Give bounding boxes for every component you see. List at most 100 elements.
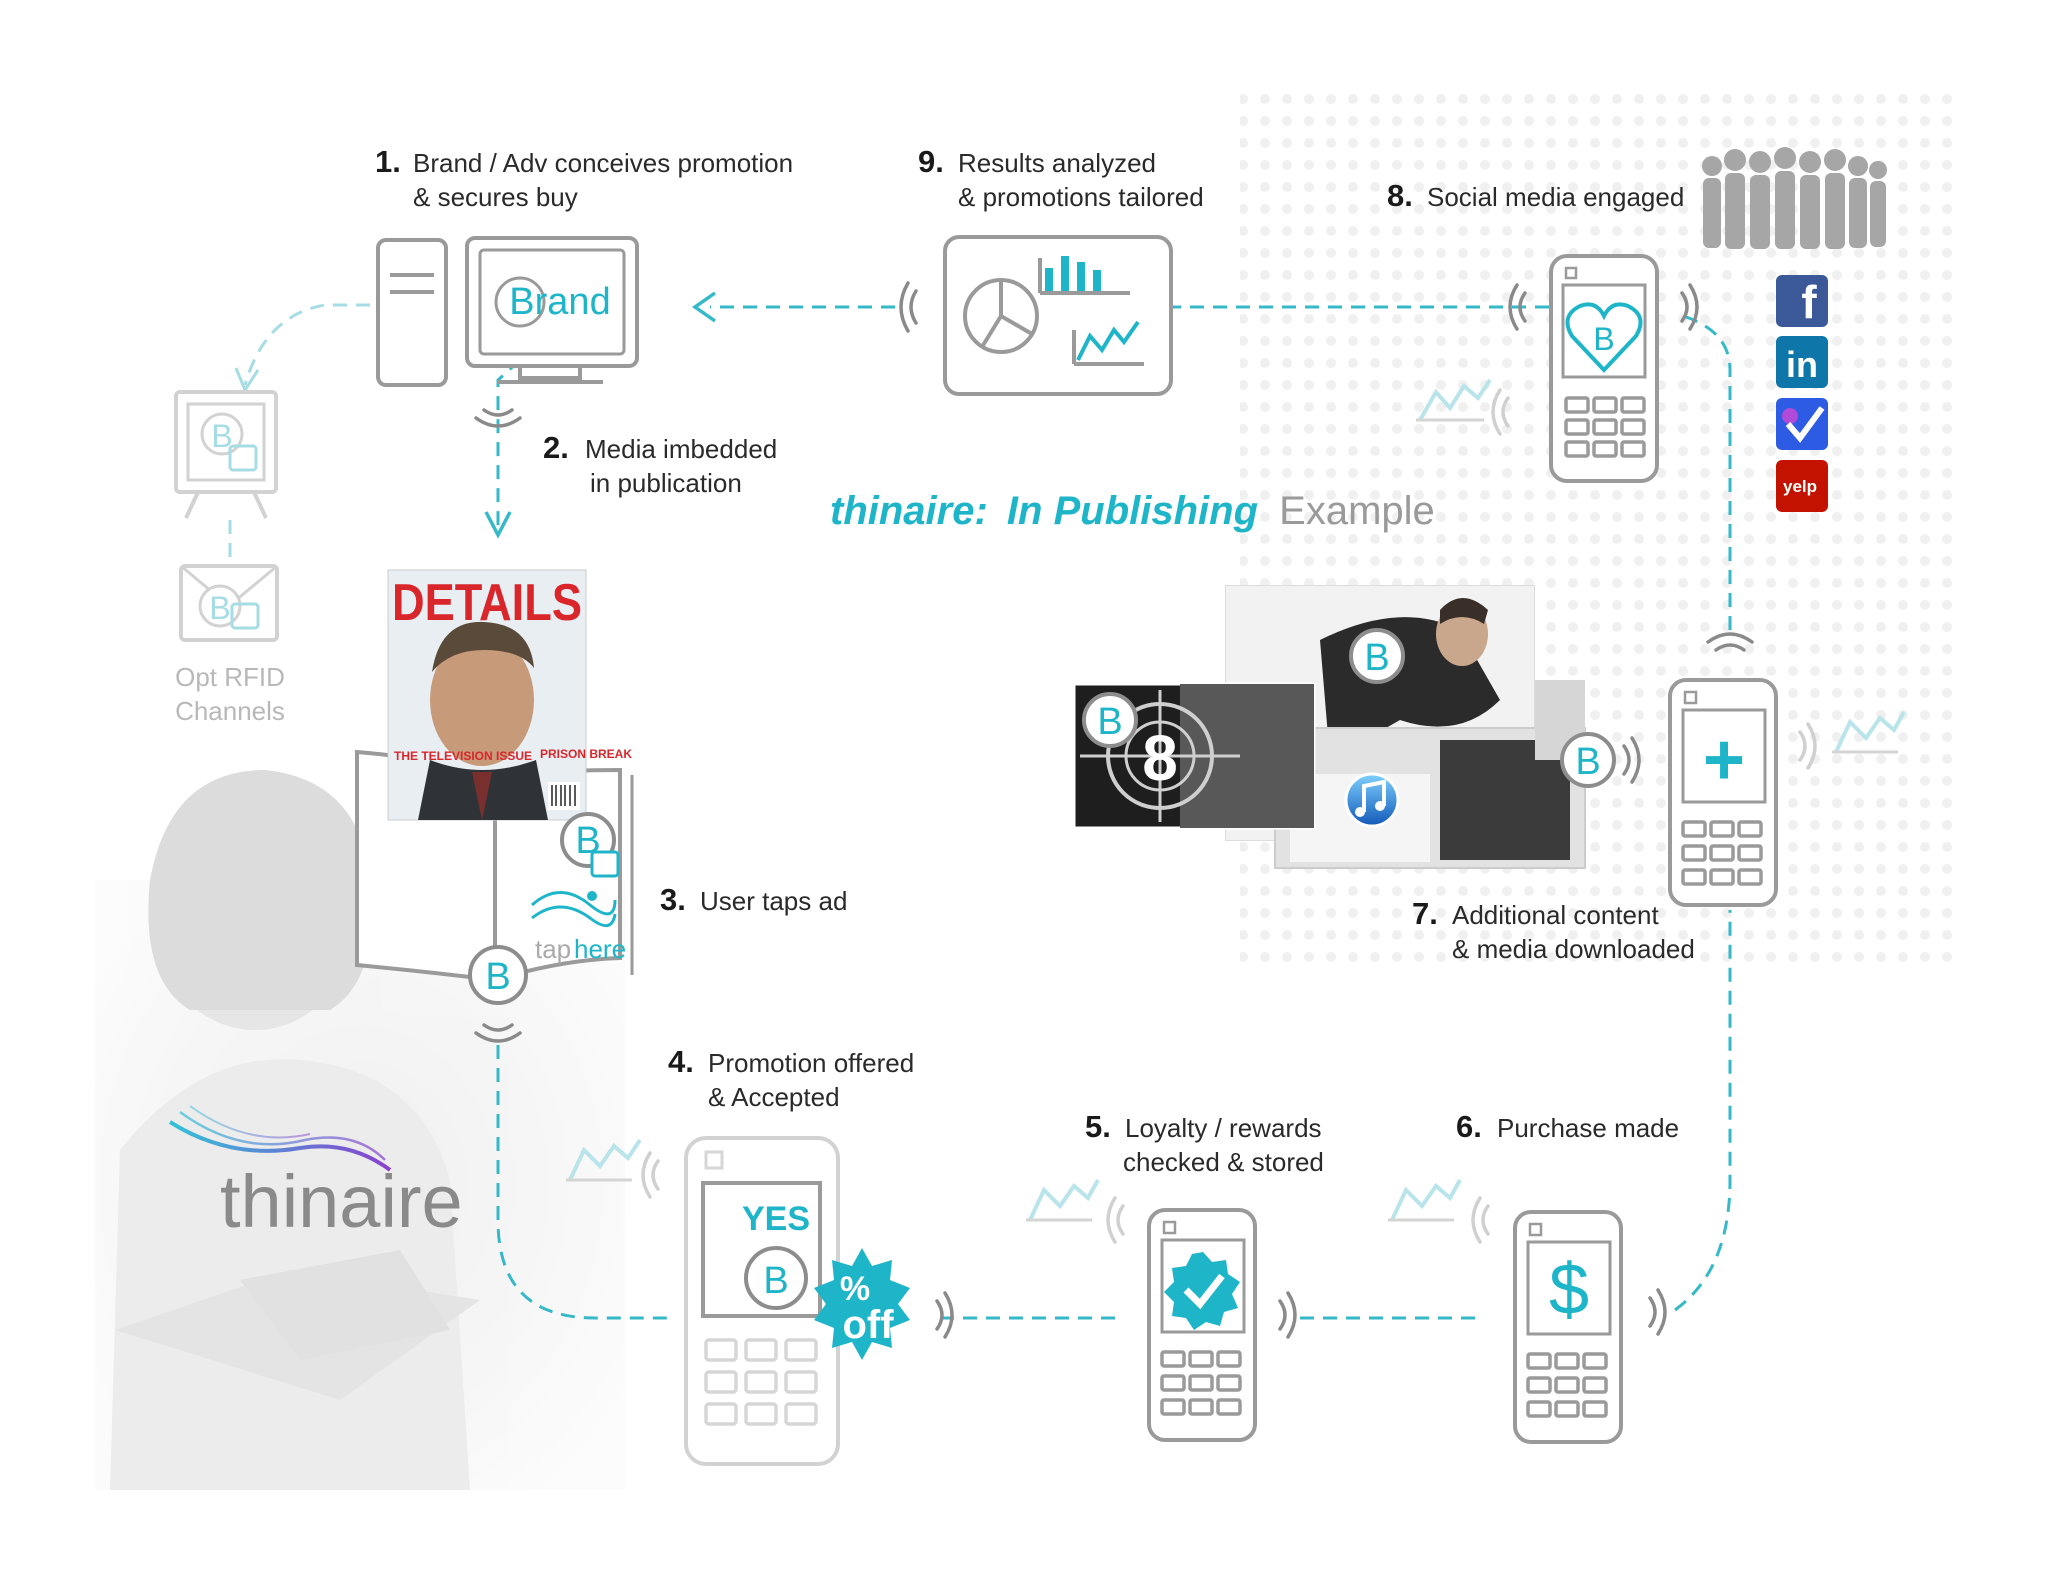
step-8-line1: Social media engaged — [1427, 182, 1684, 212]
sparkline-icon — [1416, 378, 1492, 422]
phone-icon: + — [1668, 678, 1778, 907]
magazine-cover: DETAILS THE TELEVISION ISSUE PRISON BREA… — [387, 569, 632, 821]
nfc-tag-badge: B — [560, 812, 620, 878]
wireless-wave-icon — [474, 1023, 522, 1043]
step-9-number: 9. — [918, 144, 944, 179]
thinaire-logo: thinaire — [168, 1105, 463, 1243]
step-5-line1: Loyalty / rewards — [1125, 1113, 1322, 1143]
svg-text:B: B — [1364, 637, 1389, 679]
plus-icon: + — [1703, 720, 1745, 800]
percent-burst-icon: % off — [814, 1248, 910, 1360]
svg-text:%: % — [840, 1270, 870, 1308]
flow-3-to-4 — [496, 1045, 675, 1320]
flow-arrowhead-faint — [234, 367, 260, 394]
flow-7-to-8 — [1679, 313, 1732, 630]
music-note-icon — [1344, 772, 1400, 828]
sparkline-icon — [566, 1138, 642, 1182]
svg-text:B: B — [211, 418, 232, 454]
step-4-line1: Promotion offered — [708, 1048, 914, 1078]
rfid-channels: B B Opt RFID Channels — [174, 390, 285, 726]
sparkline-icon — [1388, 1179, 1462, 1222]
wireless-wave-icon — [1622, 736, 1641, 784]
easel-sign-icon: B — [174, 390, 278, 519]
sparkline-icon — [1832, 711, 1906, 754]
step-7: 8 B B B + — [1072, 585, 1906, 964]
svg-text:B: B — [763, 1260, 788, 1302]
svg-text:off: off — [842, 1303, 894, 1347]
dollar-icon: $ — [1549, 1250, 1589, 1330]
wireless-wave-icon — [1471, 1196, 1490, 1244]
analytics-screen — [943, 235, 1173, 396]
step-8-number: 8. — [1387, 178, 1413, 213]
people-silhouette-icon — [1702, 147, 1887, 249]
reading-woman-background — [95, 770, 625, 1490]
checkmark-badge-icon — [1164, 1252, 1240, 1330]
wireless-wave-icon — [1798, 722, 1817, 770]
svg-text:B: B — [485, 956, 510, 998]
phone-icon: $ — [1513, 1210, 1623, 1444]
linkedin-icon: in — [1776, 336, 1828, 388]
step-4-line2: & Accepted — [708, 1082, 840, 1112]
svg-text:in: in — [1786, 344, 1818, 385]
step-4-number: 4. — [668, 1044, 694, 1079]
media-collage: 8 — [1072, 585, 1586, 869]
svg-text:B: B — [209, 590, 230, 626]
svg-text:f: f — [1801, 276, 1817, 328]
flow-arrowhead-1 — [691, 291, 717, 323]
wireless-wave-icon — [1680, 283, 1699, 331]
wireless-wave-icon — [1278, 1291, 1297, 1339]
bar-chart-icon — [1038, 256, 1130, 295]
nfc-tag-badge: B — [1082, 692, 1138, 748]
phone-icon: YES B — [684, 1136, 840, 1466]
facebook-icon: f — [1776, 275, 1828, 328]
step-5-line2: checked & stored — [1123, 1147, 1324, 1177]
step-5: 5. Loyalty / rewards checked & stored — [1026, 1109, 1324, 1442]
phone-icon — [1147, 1208, 1257, 1442]
wireless-wave-icon — [899, 281, 918, 333]
magazine-cover-line-b: PRISON BREAK — [540, 747, 632, 761]
wireless-wave-icon — [935, 1291, 954, 1339]
logo-text: thinaire — [220, 1160, 463, 1243]
rfid-label-line2: Channels — [175, 696, 285, 726]
wireless-wave-icon — [1491, 388, 1510, 436]
diagram-title: thinaire: In Publishing Example — [830, 489, 1435, 533]
step-2-number: 2. — [543, 430, 569, 465]
phone-icon: B — [1549, 254, 1659, 483]
wireless-wave-icon — [1648, 1288, 1667, 1336]
step-4: 4. Promotion offered & Accepted YES B % … — [566, 1044, 954, 1466]
step-1: 1. Brand / Adv conceives promotion & sec… — [375, 144, 793, 428]
wireless-wave-icon — [1706, 632, 1754, 652]
tap-here-icon: tap here — [531, 891, 626, 964]
step-1-line2: & secures buy — [413, 182, 578, 212]
svg-text:B: B — [1575, 741, 1600, 783]
countdown-number: 8 — [1142, 722, 1178, 794]
svg-text:yelp: yelp — [1783, 477, 1817, 496]
step-9: 9. Results analyzed & promotions tailore… — [899, 144, 1204, 396]
step-7-number: 7. — [1412, 896, 1438, 931]
step-1-number: 1. — [375, 144, 401, 179]
heart-icon: B — [1565, 302, 1643, 373]
svg-text:tap: tap — [535, 934, 571, 964]
step-8: 8. Social media engaged B — [1387, 147, 1887, 512]
magazine-cover-line-a: THE TELEVISION ISSUE — [394, 749, 532, 763]
flow-arrowhead-2 — [484, 511, 512, 539]
step-6-line1: Purchase made — [1497, 1113, 1679, 1143]
nfc-tag-badge: B — [1349, 628, 1405, 684]
line-chart-icon — [1072, 320, 1144, 366]
monitor-icon: Brand — [465, 236, 639, 384]
step-6-number: 6. — [1456, 1109, 1482, 1144]
pie-chart-icon — [963, 278, 1039, 354]
svg-text:B: B — [1593, 321, 1614, 357]
step-9-line2: & promotions tailored — [958, 182, 1204, 212]
step-5-number: 5. — [1085, 1109, 1111, 1144]
step-9-line1: Results analyzed — [958, 148, 1156, 178]
rfid-label-line1: Opt RFID — [175, 662, 285, 692]
wireless-wave-icon — [1508, 283, 1527, 331]
server-icon — [376, 238, 448, 387]
wireless-wave-icon — [1106, 1196, 1125, 1244]
step-2: 2. Media imbedded in publication — [543, 430, 777, 498]
flow-faint-rfid — [243, 303, 370, 386]
yes-label: YES — [742, 1200, 810, 1238]
step-2-line1: Media imbedded — [585, 434, 777, 464]
